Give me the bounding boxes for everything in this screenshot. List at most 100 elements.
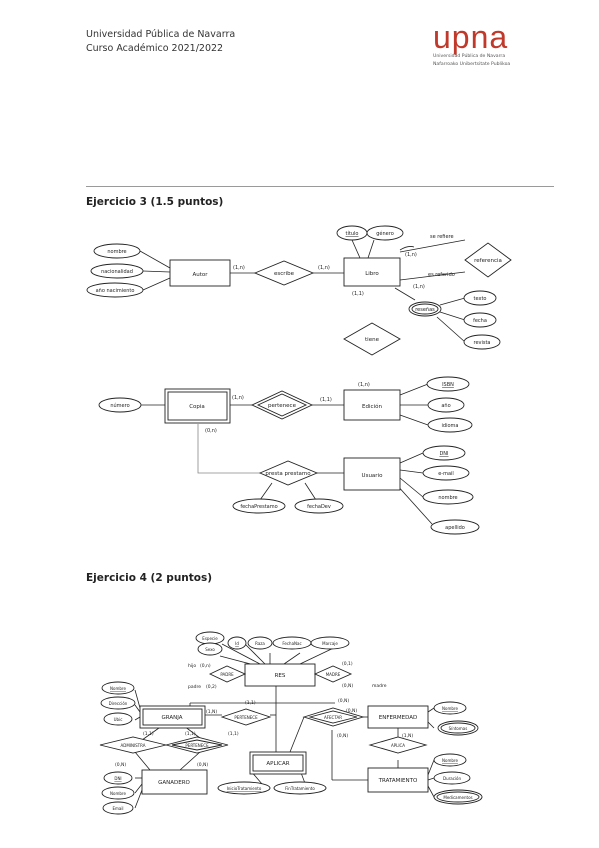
attr-fin-label: FinTratamiento bbox=[285, 786, 315, 791]
attr-inicio bbox=[217, 781, 271, 795]
attr-genero bbox=[366, 225, 404, 241]
attr-raza bbox=[247, 636, 273, 650]
attr-granja-nombre bbox=[101, 681, 135, 695]
attr-dni-ex4-label: DNI bbox=[114, 776, 121, 781]
attr-ganadero-nombre-label: Nombre bbox=[110, 791, 126, 796]
attr-fecha bbox=[463, 312, 497, 328]
attr-fecha-dev bbox=[294, 498, 344, 514]
attr-email-ex4-label: Email bbox=[112, 806, 123, 811]
card-libro-refiere: (1,n) bbox=[405, 252, 417, 258]
role-madre: madre bbox=[372, 683, 387, 689]
role-hijo: hijo bbox=[188, 663, 196, 669]
card-libro-tiene: (1,1) bbox=[352, 291, 364, 297]
attr-idioma-label: idioma bbox=[442, 423, 459, 429]
entity-tratamiento bbox=[367, 767, 429, 793]
relation-escribe bbox=[253, 260, 315, 286]
attr-ubic bbox=[103, 712, 133, 726]
course-year: Curso Académico 2021/2022 bbox=[86, 43, 224, 54]
attr-isbn-label: ISBN bbox=[442, 382, 454, 388]
entity-libro-label: Libro bbox=[365, 271, 379, 277]
entity-autor bbox=[169, 259, 231, 287]
card-libro-referido: (1,n) bbox=[413, 284, 425, 290]
relation-tiene-label: tiene bbox=[365, 337, 380, 343]
attr-titulo-label: título bbox=[346, 230, 359, 237]
attr-ubic-label: Ubic bbox=[114, 717, 123, 722]
document-header: Universidad Pública de Navarra Curso Aca… bbox=[86, 28, 235, 56]
relation-madre bbox=[313, 665, 353, 683]
attr-fecha-pres-label: fechaPrestamo bbox=[240, 504, 277, 510]
entity-enfermedad bbox=[367, 705, 429, 729]
attr-inicio-label: InicioTratamiento bbox=[227, 786, 262, 791]
relation-administra bbox=[99, 736, 167, 754]
entity-libro bbox=[343, 257, 401, 287]
card-libro-escribe: (1,n) bbox=[318, 265, 330, 271]
card-granja-pertenece2: (1,1) bbox=[228, 731, 239, 737]
relation-pertenece-ex4 bbox=[220, 708, 272, 726]
card-enfermedad-afectar: (0,N) bbox=[338, 698, 349, 704]
entity-enfermedad-label: ENFERMEDAD bbox=[379, 715, 417, 721]
attr-texto bbox=[463, 290, 497, 306]
relation-padre-label: PADRE bbox=[220, 672, 234, 677]
logo-subtitle-2: Nafarroako Unibertsitate Publikoa bbox=[433, 62, 511, 67]
attr-resenas-inner bbox=[411, 303, 439, 315]
role-se-refiere: se refiere bbox=[430, 234, 454, 240]
relation-pertenece2-ex4-label: PERTENECE bbox=[185, 743, 209, 748]
exercise-3-title: Ejercicio 3 (1.5 puntos) bbox=[86, 196, 224, 208]
attr-ano bbox=[427, 397, 465, 413]
attr-texto-label: texto bbox=[474, 296, 487, 302]
card-padre: (0,2) bbox=[206, 684, 217, 690]
attr-ganadero-nombre bbox=[101, 786, 135, 800]
card-madre-hijo: (0,1) bbox=[342, 661, 353, 667]
attr-email bbox=[422, 465, 470, 481]
upna-logo: upna Universidad Pública de Navarra Nafa… bbox=[433, 19, 511, 68]
entity-granja-inner bbox=[142, 708, 203, 726]
attr-trat-nombre-label: Nombre bbox=[442, 758, 458, 763]
attr-especie-label: Especie bbox=[202, 636, 218, 641]
attr-trat-nombre bbox=[433, 753, 467, 767]
card-res-pertenece: (1,1) bbox=[245, 700, 256, 706]
attr-genero-label: género bbox=[376, 230, 394, 237]
attr-direccion-label: Dirección bbox=[109, 701, 128, 706]
entity-res-label: RES bbox=[275, 673, 286, 679]
relation-referencia bbox=[464, 242, 512, 278]
relation-pertenece-inner bbox=[256, 393, 308, 417]
card-ganadero-pertenece: (1,1) bbox=[185, 731, 196, 737]
attr-isbn bbox=[426, 376, 470, 392]
attr-apellido-label: apellido bbox=[445, 525, 465, 531]
attr-id bbox=[227, 636, 247, 650]
logo-word: upna bbox=[433, 19, 509, 55]
attr-idioma bbox=[427, 417, 473, 433]
attr-nombre-label: nombre bbox=[107, 249, 126, 255]
attr-fecha-nac-label: FechaNac bbox=[282, 641, 301, 646]
attr-numero-label: número bbox=[110, 402, 129, 409]
attr-nacimiento bbox=[86, 282, 144, 298]
attr-duracion-label: Duración bbox=[443, 776, 461, 781]
attr-apellido bbox=[430, 519, 480, 535]
exercise-4-title: Ejercicio 4 (2 puntos) bbox=[86, 572, 213, 584]
attr-duracion bbox=[433, 771, 471, 785]
entity-copia-inner bbox=[167, 391, 228, 421]
entity-copia-label: Copia bbox=[189, 404, 205, 410]
attr-fin bbox=[273, 781, 327, 795]
attr-dni-label: DNI bbox=[439, 451, 448, 457]
attr-revista-label: revista bbox=[474, 340, 491, 346]
attr-fecha-dev-label: fechaDev bbox=[307, 504, 331, 510]
attr-dni bbox=[422, 445, 466, 461]
relation-presta-label: presta prestamo bbox=[265, 471, 311, 477]
attr-dni-ex4 bbox=[103, 771, 133, 785]
relation-pertenece2-inner bbox=[171, 739, 223, 751]
attr-nacionalidad-label: nacionalidad bbox=[101, 269, 133, 275]
card-madre: (0,N) bbox=[342, 683, 353, 689]
entity-edicion-label: Edición bbox=[362, 403, 382, 410]
attr-enf-nombre-label: Nombre bbox=[442, 706, 458, 711]
attr-unombre bbox=[422, 489, 474, 505]
attr-sexo bbox=[197, 642, 223, 656]
attr-nacimiento-label: año nacimiento bbox=[96, 288, 135, 294]
card-tratamiento-afectar: (0,N) bbox=[337, 733, 348, 739]
attr-sintomas-inner bbox=[440, 722, 476, 734]
relation-escribe-label: escribe bbox=[274, 271, 295, 277]
relation-afectar-label: AFECTAR bbox=[324, 715, 342, 720]
entity-usuario-label: Usuario bbox=[362, 473, 384, 479]
relation-aplica bbox=[368, 736, 428, 754]
